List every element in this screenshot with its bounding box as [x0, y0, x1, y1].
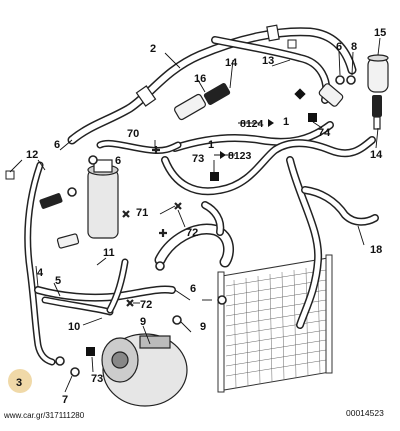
watermark: www.car.gr/317111280 — [3, 411, 85, 420]
arrow-right-icon — [268, 119, 274, 127]
label-14-upper: 14 — [225, 57, 238, 69]
label-3: 3 — [16, 377, 22, 389]
pipe-clamp-1 — [318, 83, 344, 107]
label-9-left: 9 — [140, 316, 146, 328]
label-12: 12 — [26, 149, 38, 161]
label-13: 13 — [262, 55, 274, 67]
label-9-right: 9 — [200, 321, 206, 333]
hose-72-71 — [154, 201, 235, 268]
reference-codes: 8124 8123 — [220, 118, 274, 162]
label-73-lower: 73 — [91, 373, 103, 385]
cylinder-15 — [367, 54, 389, 93]
label-3-circled: 3 — [8, 369, 32, 393]
label-71: 71 — [136, 207, 148, 219]
valve-14 — [372, 95, 382, 130]
condenser — [217, 254, 333, 393]
bolt-markers — [122, 146, 182, 307]
pipe-1-lower — [161, 136, 376, 196]
pipe-70 — [96, 139, 182, 154]
white-markers — [5, 39, 297, 180]
label-74: 74 — [318, 127, 331, 139]
component-16 — [174, 83, 231, 121]
pipe-11 — [106, 258, 129, 314]
label-6-right: 6 — [190, 283, 196, 295]
label-14-right: 14 — [370, 149, 383, 161]
compressor — [101, 333, 188, 407]
ref-8124: 8124 — [240, 118, 264, 130]
label-15: 15 — [374, 27, 386, 39]
diagram-code: 00014523 — [346, 408, 384, 418]
pipe-18 — [286, 156, 379, 329]
label-72-lower: 72 — [140, 299, 152, 311]
label-6-upper-left: 6 — [336, 41, 342, 53]
ref-8123: 8123 — [228, 150, 252, 162]
label-73-upper: 73 — [192, 153, 204, 165]
part-labels: 2 16 14 13 6 8 15 74 14 1 1 70 6 6 73 12… — [26, 27, 386, 406]
pressure-switch — [39, 193, 80, 249]
label-18: 18 — [370, 244, 382, 256]
receiver-drier — [87, 159, 119, 239]
pipe-3 — [24, 161, 56, 366]
arrow-right-icon — [220, 151, 226, 159]
pipe-upper-14 — [211, 36, 331, 104]
label-2: 2 — [150, 43, 156, 55]
label-7: 7 — [62, 394, 68, 406]
hose-2 — [67, 24, 357, 145]
label-16: 16 — [194, 73, 206, 85]
label-10: 10 — [68, 321, 80, 333]
label-6-left: 6 — [54, 139, 60, 151]
label-1-lower: 1 — [283, 116, 289, 128]
label-5: 5 — [55, 275, 61, 287]
label-6-mid: 6 — [115, 155, 121, 167]
pipe-1 — [171, 121, 334, 152]
label-70: 70 — [127, 128, 139, 140]
label-1-upper: 1 — [208, 139, 214, 151]
o-rings — [55, 75, 356, 377]
label-11: 11 — [103, 247, 115, 259]
leader-lines — [9, 37, 381, 393]
label-8: 8 — [351, 41, 357, 53]
label-72-upper: 72 — [186, 227, 198, 239]
label-4: 4 — [37, 267, 44, 279]
